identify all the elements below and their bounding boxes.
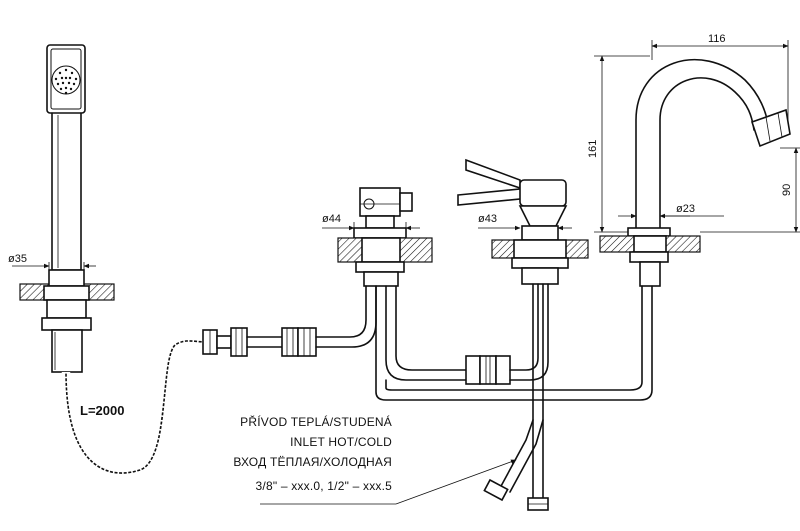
dim-handshower: ø35	[8, 253, 96, 272]
dim-diverter: ø44	[322, 213, 420, 232]
spout-width-label: 116	[708, 33, 726, 45]
inlet-note-line1: PŘÍVOD TEPLÁ/STUDENÁ	[240, 414, 392, 429]
dim-mixer: ø43	[478, 213, 572, 231]
inlet-note-line4: 3/8" – xxx.0, 1/2" – xxx.5	[256, 479, 393, 493]
spout-base-label: ø23	[676, 203, 695, 215]
diverter-dia-label: ø44	[322, 213, 341, 225]
shower-hose: L=2000	[61, 336, 206, 478]
hose-length-label: L=2000	[80, 403, 124, 418]
spout	[599, 58, 791, 287]
diverter-valve	[337, 187, 433, 287]
hose-connector	[202, 327, 317, 357]
inlet-note-line3: ВХОД ТЁПЛАЯ/ХОЛОДНАЯ	[233, 455, 392, 469]
spout-height-label: 161	[587, 140, 599, 158]
dim-spout: 116 161 90 ø23	[587, 33, 800, 233]
inlet-note: PŘÍVOD TEPLÁ/STUDENÁ INLET HOT/COLD ВХОД…	[233, 414, 517, 505]
spout-outlet-label: 90	[781, 184, 793, 196]
mixer-lever	[457, 158, 589, 285]
shower-head-nozzles	[51, 65, 81, 95]
connecting-pipes	[315, 283, 653, 511]
inlet-note-line2: INLET HOT/COLD	[290, 435, 392, 449]
handshower-dia-label: ø35	[8, 253, 27, 265]
mixer-dia-label: ø43	[478, 213, 497, 225]
hand-shower	[19, 44, 115, 373]
